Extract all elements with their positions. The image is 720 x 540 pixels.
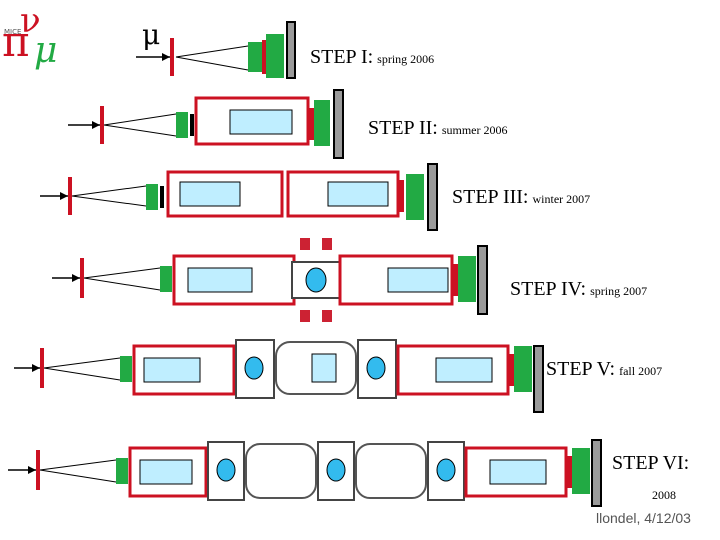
step-3-date: winter 2007 bbox=[532, 192, 591, 206]
step-5-layout bbox=[14, 339, 544, 413]
step-3-label: STEP III: bbox=[452, 186, 529, 208]
step-2-date: summer 2006 bbox=[441, 123, 508, 137]
step-1-date: spring 2006 bbox=[377, 52, 435, 66]
step-3-text: STEP III: winter 2007 bbox=[452, 186, 590, 209]
logo-small-text: MICE bbox=[4, 28, 21, 36]
step-6-date: 2008 bbox=[652, 488, 676, 502]
tof-counter bbox=[170, 38, 174, 76]
step-6-text: STEP VI: bbox=[612, 452, 689, 475]
step-4-label: STEP IV: bbox=[510, 278, 587, 300]
logo-pi: π bbox=[2, 17, 30, 66]
mu-range-detector bbox=[286, 21, 296, 79]
logo-nu: ν bbox=[20, 1, 41, 41]
step-6-layout bbox=[8, 439, 602, 507]
step-3-layout bbox=[40, 163, 438, 231]
step-4-text: STEP IV: spring 2007 bbox=[510, 278, 647, 301]
step-2-label: STEP II: bbox=[368, 117, 438, 139]
step-5-date: fall 2007 bbox=[619, 364, 663, 378]
step-4-layout bbox=[52, 238, 488, 322]
step-1-text: STEP I: spring 2006 bbox=[310, 46, 434, 69]
step-1-layout bbox=[136, 21, 296, 79]
step-1-label: STEP I: bbox=[310, 46, 374, 68]
step-2-text: STEP II: summer 2006 bbox=[368, 117, 508, 140]
step-6-label: STEP VI: bbox=[612, 452, 690, 474]
step-4-date: spring 2007 bbox=[590, 284, 648, 298]
logo-mu: μ bbox=[34, 30, 57, 71]
step-5-label: STEP V: bbox=[546, 358, 616, 380]
step-5-text: STEP V: fall 2007 bbox=[546, 358, 662, 381]
footer-credit: llondel, 4/12/03 bbox=[596, 510, 691, 526]
calorimeter bbox=[266, 34, 284, 78]
mice-logo: π ν μ MICE bbox=[2, 1, 57, 71]
step-2-layout bbox=[68, 89, 344, 159]
muon-beam-symbol: μ bbox=[142, 18, 161, 51]
